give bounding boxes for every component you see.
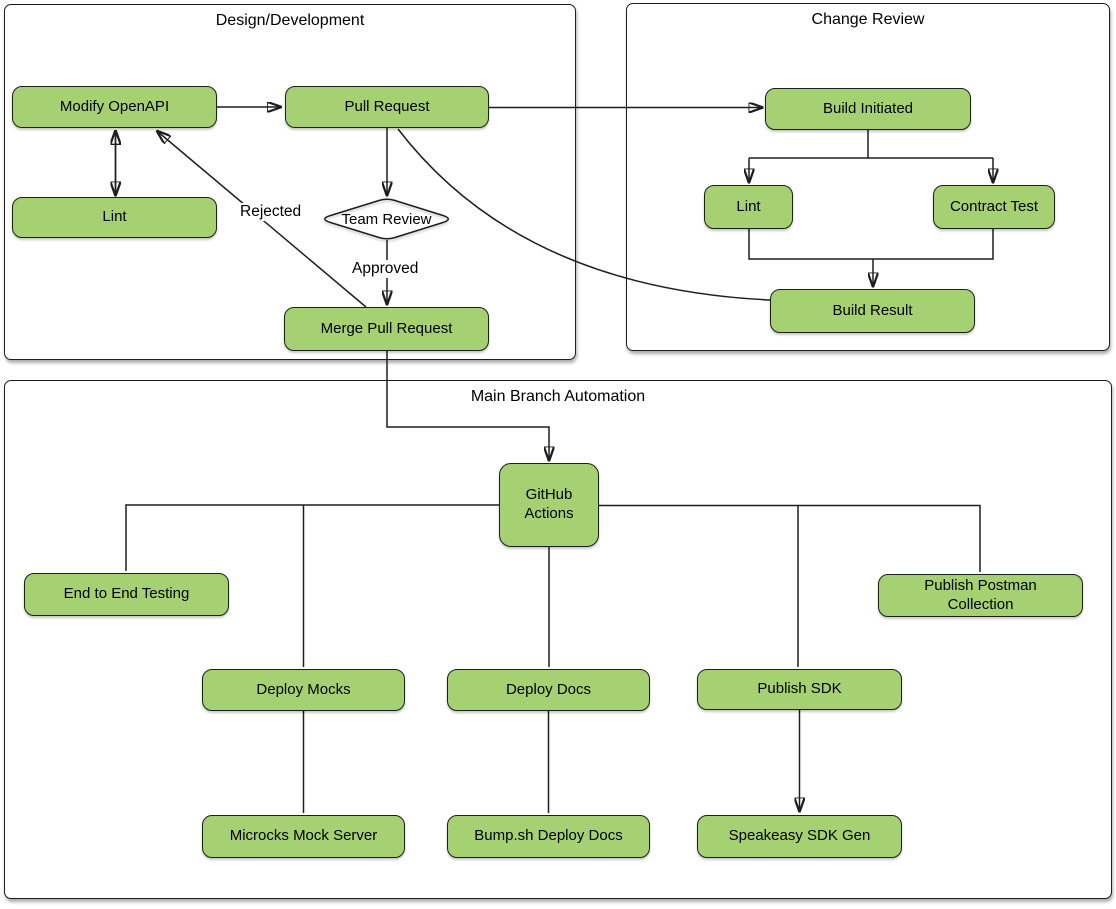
node-github-actions: GitHub Actions: [499, 463, 599, 547]
node-modify-openapi: Modify OpenAPI: [12, 86, 217, 128]
node-team-review: Team Review: [341, 210, 432, 228]
container-title-main-branch-automation: Main Branch Automation: [470, 388, 646, 405]
node-lint-design: Lint: [12, 197, 217, 238]
node-pull-request: Pull Request: [285, 86, 489, 128]
node-contract-test: Contract Test: [933, 185, 1055, 229]
node-build-initiated: Build Initiated: [765, 88, 971, 130]
node-build-result: Build Result: [770, 289, 975, 333]
node-bumpsh-deploy-docs: Bump.sh Deploy Docs: [447, 815, 650, 858]
node-publish-sdk: Publish SDK: [697, 669, 902, 710]
container-title-design-development: Design/Development: [215, 12, 365, 29]
edge-label-rejected: Rejected: [237, 203, 305, 221]
node-deploy-docs: Deploy Docs: [447, 669, 650, 711]
node-merge-pull-request: Merge Pull Request: [284, 307, 489, 351]
edge-label-approved: Approved: [349, 260, 422, 278]
container-title-change-review: Change Review: [811, 11, 925, 28]
node-deploy-mocks: Deploy Mocks: [202, 669, 405, 711]
node-lint-review: Lint: [704, 185, 793, 229]
node-publish-postman-collection: Publish Postman Collection: [878, 574, 1083, 617]
node-microcks-mock-server: Microcks Mock Server: [202, 815, 405, 858]
node-speakeasy-sdk-gen: Speakeasy SDK Gen: [697, 815, 902, 858]
node-end-to-end-testing: End to End Testing: [24, 573, 229, 616]
